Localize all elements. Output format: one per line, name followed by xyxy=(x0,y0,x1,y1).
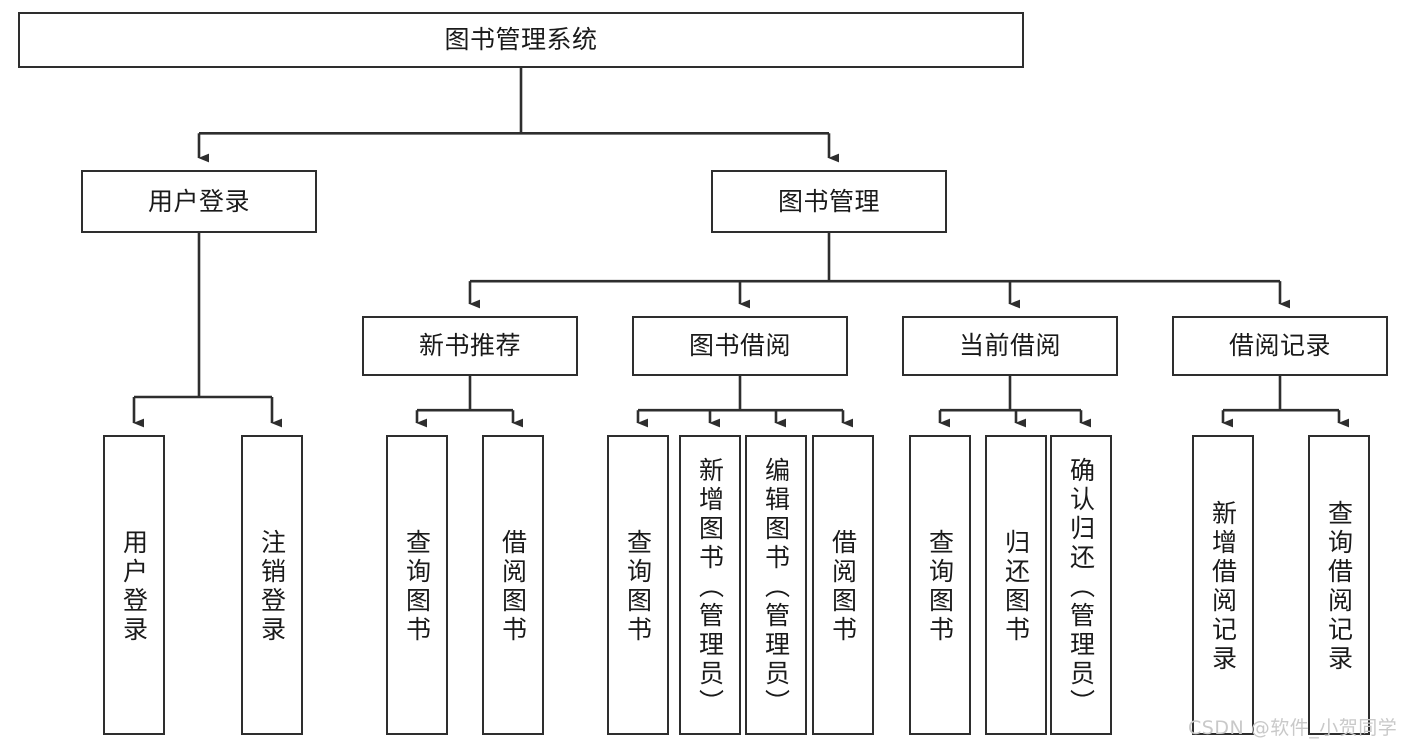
node-l2_0[interactable]: 新书推荐 xyxy=(362,316,578,376)
node-l2_3[interactable]: 借阅记录 xyxy=(1172,316,1388,376)
node-leaf_10[interactable]: 确认归还（管理员） xyxy=(1050,435,1112,735)
node-leaf_2[interactable]: 查询图书 xyxy=(386,435,448,735)
node-leaf_4[interactable]: 查询图书 xyxy=(607,435,669,735)
node-label: 查询图书 xyxy=(402,529,432,645)
node-label: 新增借阅记录 xyxy=(1208,500,1238,674)
node-label: 借阅图书 xyxy=(498,529,528,645)
node-leaf_11[interactable]: 新增借阅记录 xyxy=(1192,435,1254,735)
node-label: 借阅记录 xyxy=(1228,331,1331,361)
node-leaf_7[interactable]: 借阅图书 xyxy=(812,435,874,735)
node-label: 新增图书（管理员） xyxy=(695,456,725,718)
node-label: 当前借阅 xyxy=(958,331,1061,361)
node-label: 新书推荐 xyxy=(418,331,521,361)
node-l2_1[interactable]: 图书借阅 xyxy=(632,316,848,376)
node-label: 查询借阅记录 xyxy=(1324,500,1354,674)
node-leaf_0[interactable]: 用户登录 xyxy=(103,435,165,735)
node-label: 查询图书 xyxy=(925,529,955,645)
node-leaf_3[interactable]: 借阅图书 xyxy=(482,435,544,735)
csdn-watermark: CSDN @软件_小贺同学 xyxy=(1188,717,1398,739)
node-label: 用户登录 xyxy=(147,186,250,216)
node-label: 注销登录 xyxy=(257,529,287,645)
node-leaf_12[interactable]: 查询借阅记录 xyxy=(1308,435,1370,735)
node-l1_1[interactable]: 图书管理 xyxy=(711,170,947,233)
node-leaf_1[interactable]: 注销登录 xyxy=(241,435,303,735)
node-label: 确认归还（管理员） xyxy=(1066,456,1096,718)
node-leaf_6[interactable]: 编辑图书（管理员） xyxy=(745,435,807,735)
node-label: 图书借阅 xyxy=(688,331,791,361)
node-l1_0[interactable]: 用户登录 xyxy=(81,170,317,233)
node-label: 借阅图书 xyxy=(828,529,858,645)
node-leaf_8[interactable]: 查询图书 xyxy=(909,435,971,735)
node-label: 查询图书 xyxy=(623,529,653,645)
node-label: 编辑图书（管理员） xyxy=(761,456,791,718)
node-root[interactable]: 图书管理系统 xyxy=(18,12,1024,68)
node-label: 图书管理系统 xyxy=(444,25,598,55)
node-leaf_9[interactable]: 归还图书 xyxy=(985,435,1047,735)
node-label: 归还图书 xyxy=(1001,529,1031,645)
node-leaf_5[interactable]: 新增图书（管理员） xyxy=(679,435,741,735)
node-label: 图书管理 xyxy=(777,186,880,216)
node-label: 用户登录 xyxy=(119,529,149,645)
node-l2_2[interactable]: 当前借阅 xyxy=(902,316,1118,376)
